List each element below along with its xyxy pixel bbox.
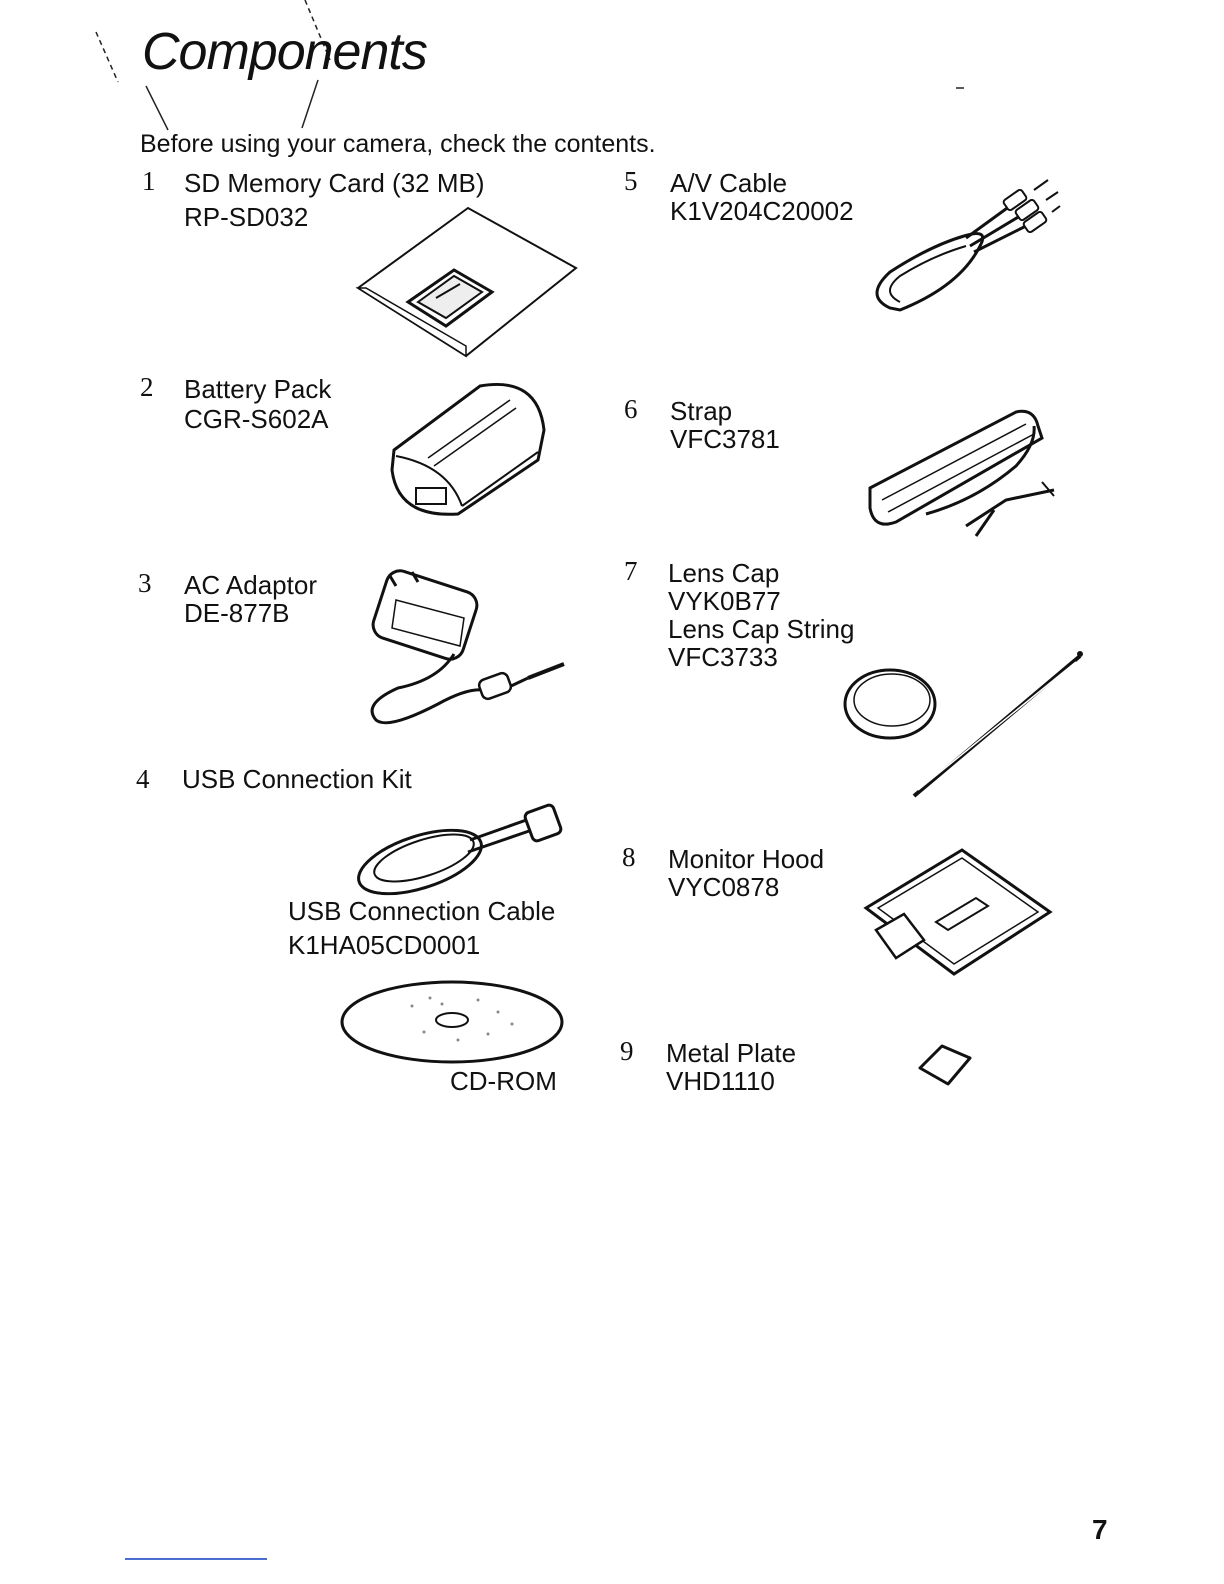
item-number: 5 <box>624 166 638 196</box>
sub-item-name: USB Connection Cable <box>288 896 556 926</box>
item-code: RP-SD032 <box>184 202 309 232</box>
item-number: 2 <box>140 372 154 402</box>
page-number: 7 <box>1092 1514 1108 1545</box>
item-number: 1 <box>142 166 156 196</box>
item-name: A/V Cable <box>670 168 788 198</box>
item-code: CGR-S602A <box>184 404 329 434</box>
item-number: 8 <box>622 842 636 872</box>
item-number: 9 <box>620 1036 634 1066</box>
item-name: AC Adaptor <box>184 570 317 600</box>
item-code: VYK0B77 <box>668 586 781 616</box>
lens-cap-string-icon <box>908 651 1083 800</box>
footer-rule <box>125 1558 267 1560</box>
item-name: Lens Cap <box>668 558 780 588</box>
item-name: SD Memory Card (32 MB) <box>184 168 485 198</box>
lens-cap-icon <box>842 666 940 742</box>
page-title: Components <box>142 23 428 81</box>
strap-icon <box>866 404 1058 542</box>
metal-plate-icon <box>916 1042 974 1088</box>
item-name: Battery Pack <box>184 374 332 404</box>
item-code: VHD1110 <box>666 1066 775 1096</box>
battery-pack-icon <box>388 380 548 520</box>
ac-adaptor-icon <box>368 570 568 730</box>
sub-item-name: CD-ROM <box>450 1066 557 1096</box>
item-number: 4 <box>136 764 150 794</box>
item-code: DE-877B <box>184 598 290 628</box>
item-code-2: VFC3733 <box>668 642 778 672</box>
usb-cable-icon <box>350 800 570 900</box>
item-name: Metal Plate <box>666 1038 797 1068</box>
item-number: 6 <box>624 394 638 424</box>
item-name-2: Lens Cap String <box>668 614 855 644</box>
item-name: Monitor Hood <box>668 844 825 874</box>
item-name: USB Connection Kit <box>182 764 412 794</box>
av-cable-icon <box>870 176 1060 322</box>
item-code: VFC3781 <box>670 424 780 454</box>
item-number: 7 <box>624 556 638 586</box>
sd-card-icon <box>356 206 578 360</box>
item-code: VYC0878 <box>668 872 780 902</box>
intro-text: Before using your camera, check the cont… <box>140 130 656 158</box>
item-code: K1V204C20002 <box>670 196 854 226</box>
monitor-hood-icon <box>862 846 1054 980</box>
cd-rom-icon <box>338 978 568 1066</box>
item-number: 3 <box>138 568 152 598</box>
item-name: Strap <box>670 396 733 426</box>
sub-item-code: K1HA05CD0001 <box>288 930 481 960</box>
